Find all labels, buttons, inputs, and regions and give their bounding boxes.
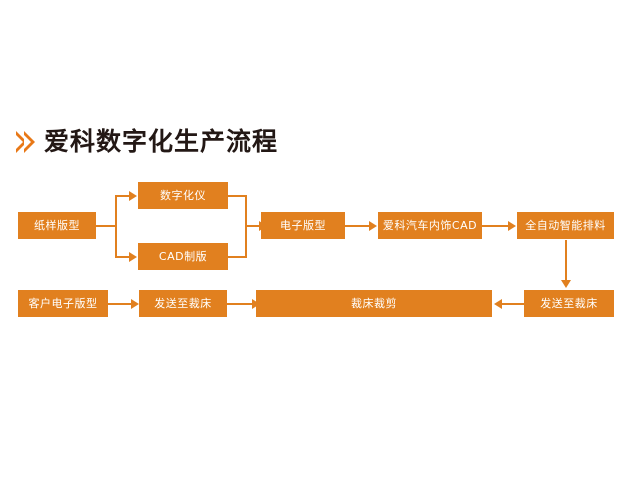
connector-merge-to-electronic [245, 225, 261, 227]
flow-node-label: 电子版型 [280, 219, 326, 232]
flow-node-label: 纸样版型 [34, 219, 80, 232]
page-title-text: 爱科数字化生产流程 [44, 126, 279, 156]
flow-node-digitizer[interactable]: 数字化仪 [138, 182, 228, 209]
connector-nesting-to-sendcutter [565, 240, 567, 282]
connector-rightcutter-to-cutting [500, 303, 524, 305]
double-chevron-right-icon [16, 131, 35, 153]
flow-node-customer-electronic-pattern[interactable]: 客户电子版型 [18, 290, 108, 317]
flow-node-label: 爱科汽车内饰CAD [382, 219, 478, 232]
connector-cad-to-merge [228, 256, 247, 258]
flow-node-label: 全自动智能排料 [525, 219, 606, 232]
arrow-to-digitizer [129, 191, 137, 201]
connector-digitizer-to-merge [228, 195, 247, 197]
flow-node-electronic-pattern[interactable]: 电子版型 [261, 212, 345, 239]
flow-node-aiko-auto-interior-cad[interactable]: 爱科汽车内饰CAD [378, 212, 482, 239]
arrow-to-auto-nesting [508, 221, 516, 231]
flow-node-label: 发送至裁床 [540, 297, 598, 310]
flow-node-label: CAD制版 [158, 250, 208, 263]
connector-split-bus [115, 195, 117, 257]
connector-electronic-to-aikocad [345, 225, 371, 227]
flow-node-paper-pattern[interactable]: 纸样版型 [18, 212, 96, 239]
flow-node-send-to-cutter-bottom[interactable]: 发送至裁床 [139, 290, 227, 317]
flow-node-cad-platemaking[interactable]: CAD制版 [138, 243, 228, 270]
page-title: 爱科数字化生产流程 [16, 122, 278, 160]
connector-paper-to-bus [95, 225, 117, 227]
flow-node-auto-nesting[interactable]: 全自动智能排料 [517, 212, 614, 239]
flow-node-label: 数字化仪 [160, 189, 206, 202]
flow-node-label: 发送至裁床 [154, 297, 212, 310]
arrow-to-cutter-cutting-left [494, 299, 502, 309]
flow-node-label: 裁床裁剪 [351, 297, 397, 310]
flow-node-cutter-cutting[interactable]: 裁床裁剪 [256, 290, 492, 317]
flow-node-send-to-cutter-top[interactable]: 发送至裁床 [524, 290, 614, 317]
arrow-to-send-to-cutter-bottom [131, 299, 139, 309]
arrow-to-aikocad [369, 221, 377, 231]
arrow-to-cad [129, 252, 137, 262]
connector-bus-to-cad [115, 256, 131, 258]
connector-aikocad-to-nesting [482, 225, 510, 227]
connector-customer-to-sendcutter [108, 303, 133, 305]
flow-node-label: 客户电子版型 [28, 297, 98, 310]
connector-sendcutter-to-cutting [227, 303, 254, 305]
arrow-to-send-to-cutter-top [561, 280, 571, 288]
connector-bus-to-digitizer [115, 195, 131, 197]
